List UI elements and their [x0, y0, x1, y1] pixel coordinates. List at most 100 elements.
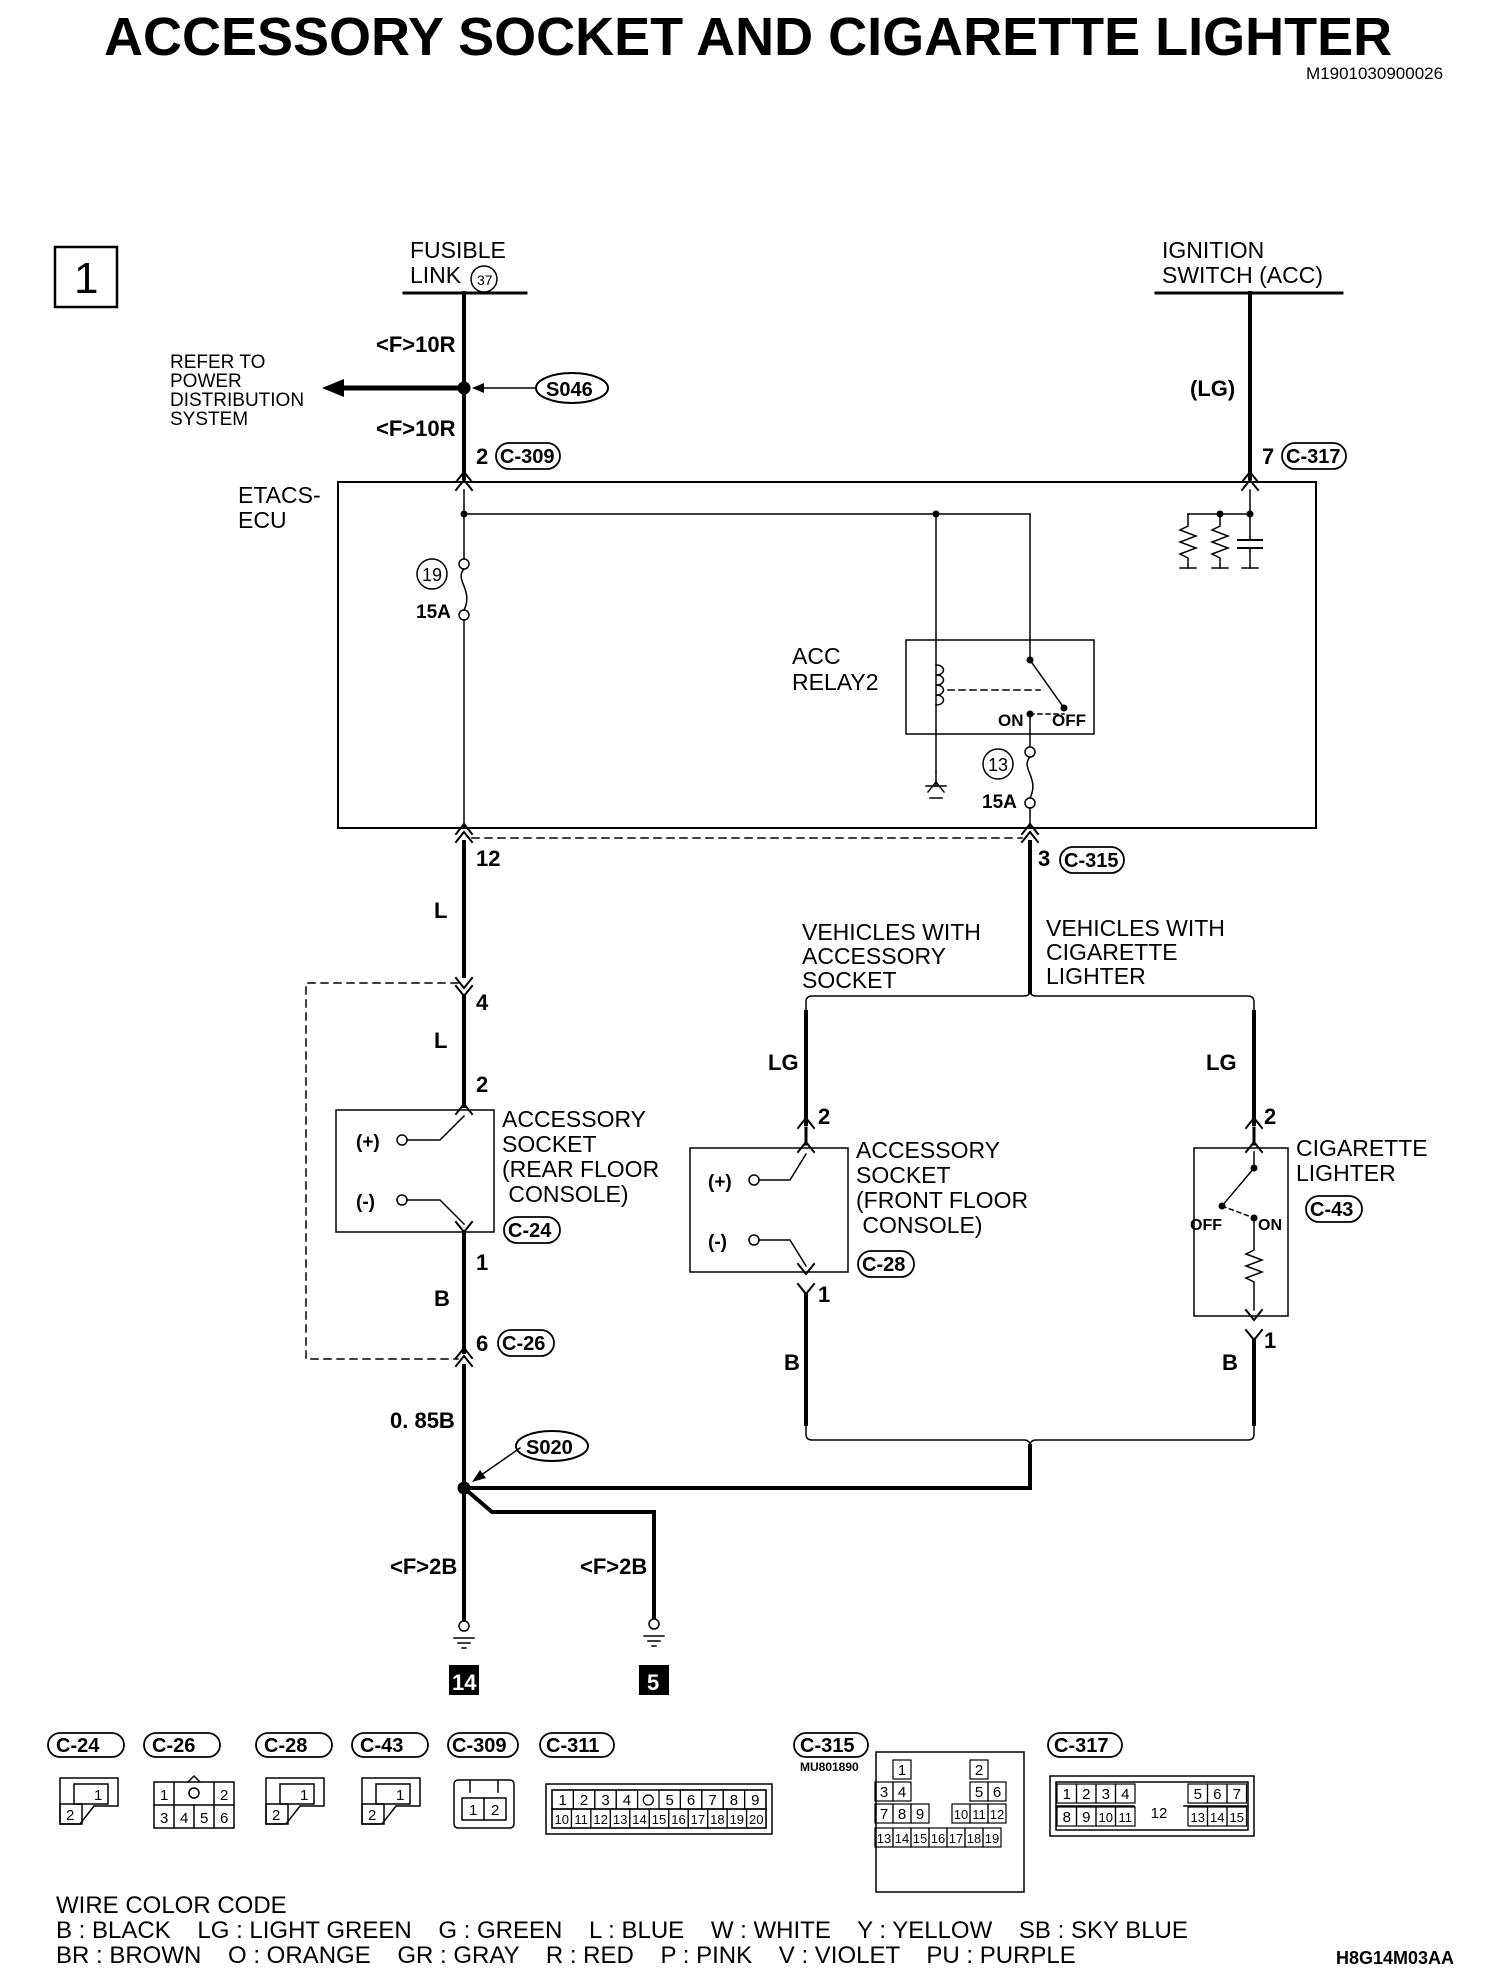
pin-12: 12 [476, 846, 500, 871]
connector-cell-box [987, 1803, 1007, 1824]
connector-cell: 13 [613, 1812, 627, 1827]
splice-dot-top [457, 381, 471, 395]
wire-label-b-front: B [784, 1350, 800, 1375]
connector-cell: 7 [1233, 1786, 1241, 1803]
c28-cell: 1 [300, 1787, 308, 1804]
connector-cell: 18 [710, 1812, 724, 1827]
connector-cell: 10 [554, 1812, 568, 1827]
lighter-switch-icon [1220, 1166, 1256, 1208]
connector-cell-box [1226, 1806, 1248, 1827]
relay-off-label: OFF [1052, 711, 1086, 730]
connector-cell: 17 [949, 1831, 963, 1846]
refer-to-line-2: POWER [170, 371, 242, 392]
legend-row-2: BR : BROWN O : ORANGE GR : GRAY R : RED … [56, 1942, 1076, 1969]
cig-lighter-label-1: CIGARETTE [1296, 1135, 1428, 1161]
wire-label-lg-front: LG [768, 1050, 799, 1075]
c26-cell: 4 [180, 1810, 188, 1827]
relay-contact-icon [1028, 658, 1066, 710]
ground-ref-14: 14 [452, 1670, 477, 1695]
view-label-c317: C-317 [1054, 1735, 1108, 1757]
branch-acc-label-3: SOCKET [802, 967, 897, 993]
connector-cell-box [982, 1827, 1002, 1848]
c309-connector-view [453, 1779, 515, 1829]
etacs-ecu-box [337, 481, 1317, 829]
pointer-arrow-icon-2 [472, 1470, 486, 1482]
wire-label-lg-cig: LG [1206, 1050, 1237, 1075]
connector-cell: 13 [877, 1831, 891, 1846]
connector-c317: C-317 [1286, 446, 1340, 468]
connector-cell: 11 [972, 1807, 986, 1822]
front-socket-label-1: ACCESSORY [856, 1137, 1000, 1163]
c26-cell: 1 [160, 1787, 168, 1804]
connector-cell: 5 [1194, 1786, 1202, 1803]
ignition-switch-label-2: SWITCH (ACC) [1162, 262, 1323, 288]
wire-label-f2b-right: <F>2B [580, 1554, 647, 1579]
c24-cell: 1 [94, 1787, 102, 1804]
rear-socket-label-2: SOCKET [502, 1131, 597, 1157]
connector-cell: 1 [1063, 1786, 1071, 1803]
view-label-c24: C-24 [56, 1735, 100, 1757]
rear-accessory-socket-box [335, 1109, 495, 1233]
connector-cell: 16 [671, 1812, 685, 1827]
branch-acc-label-2: ACCESSORY [802, 943, 946, 969]
c43-cell: 2 [368, 1807, 376, 1824]
connector-cell: 3 [601, 1792, 609, 1809]
pin-6-c26: 6 [476, 1331, 488, 1356]
c26-cell: 2 [220, 1787, 228, 1804]
connector-cell-box [892, 1759, 912, 1780]
connector-cell: 19 [985, 1831, 999, 1846]
connector-cell: 6 [993, 1784, 1001, 1801]
connector-cell: 4 [898, 1784, 906, 1801]
cig-on-label: ON [1258, 1217, 1282, 1234]
legend-title: WIRE COLOR CODE [56, 1892, 287, 1919]
fusible-link-label-2: LINK [410, 262, 462, 288]
page-marker-box [53, 245, 119, 309]
c26-cell: 6 [220, 1810, 228, 1827]
fusible-link-number: 37 [477, 272, 493, 288]
branch-brace-top [805, 989, 1255, 1013]
splice-s046-label: S046 [546, 379, 593, 401]
rear-socket-minus: (-) [356, 1192, 375, 1213]
rear-socket-label-4: CONSOLE) [502, 1181, 629, 1207]
pin-2-cig: 2 [1264, 1104, 1276, 1129]
connector-c24: C-24 [508, 1220, 552, 1242]
connector-cell-box [987, 1781, 1007, 1802]
connector-cell: 8 [730, 1792, 738, 1809]
document-code: M1901030900026 [1306, 64, 1444, 83]
pin-2-rear-socket: 2 [476, 1072, 488, 1097]
wire-label-b-rear: B [434, 1286, 450, 1311]
connector-cell: 7 [708, 1792, 716, 1809]
connector-cell: 9 [916, 1806, 924, 1823]
connector-cell: 5 [975, 1784, 983, 1801]
connector-cell: 15 [652, 1812, 666, 1827]
branch-cig-label-3: LIGHTER [1046, 963, 1146, 989]
branch-cig-label-2: CIGARETTE [1046, 939, 1178, 965]
pin-1-cig: 1 [1264, 1328, 1276, 1353]
fuse-19-rating: 15A [416, 602, 451, 623]
connector-cell: 10 [954, 1807, 968, 1822]
pin-2-front-socket: 2 [818, 1104, 830, 1129]
rear-socket-label-3: (REAR FLOOR [502, 1156, 659, 1182]
connector-cell: 12 [593, 1812, 607, 1827]
fuse-19-terminal [458, 558, 470, 570]
wire-label-f10r-lower: <F>10R [376, 416, 456, 441]
view-label-c28: C-28 [264, 1735, 307, 1757]
wire-label-b-cig: B [1222, 1350, 1238, 1375]
wire-label-f10r-upper: <F>10R [376, 332, 456, 357]
etacs-label-1: ETACS- [238, 482, 321, 508]
connector-cell: 7 [880, 1806, 888, 1823]
fuse-19-number: 19 [422, 565, 442, 585]
connector-cell-box [1226, 1783, 1248, 1804]
connector-cell: 2 [1082, 1786, 1090, 1803]
acc-relay-label-1: ACC [792, 643, 841, 669]
connector-cell: 11 [574, 1812, 588, 1827]
refer-to-line-4: SYSTEM [170, 409, 248, 430]
connector-cell: 1 [559, 1792, 567, 1809]
cigarette-lighter-box [1193, 1147, 1289, 1317]
connector-cell: 6 [1213, 1786, 1221, 1803]
relay-coil-icon [935, 664, 945, 706]
pin-7-c317: 7 [1262, 444, 1274, 469]
page-marker: 1 [74, 254, 98, 303]
